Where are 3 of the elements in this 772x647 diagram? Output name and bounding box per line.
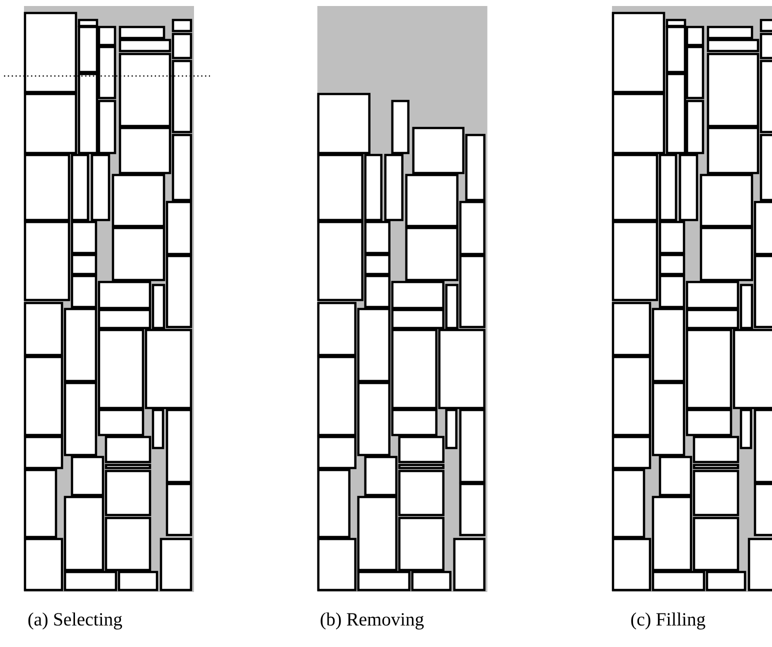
caption: (c) Filling bbox=[631, 612, 706, 630]
caption: (b) Removing bbox=[320, 612, 424, 630]
caption: (a) Selecting bbox=[28, 612, 122, 630]
